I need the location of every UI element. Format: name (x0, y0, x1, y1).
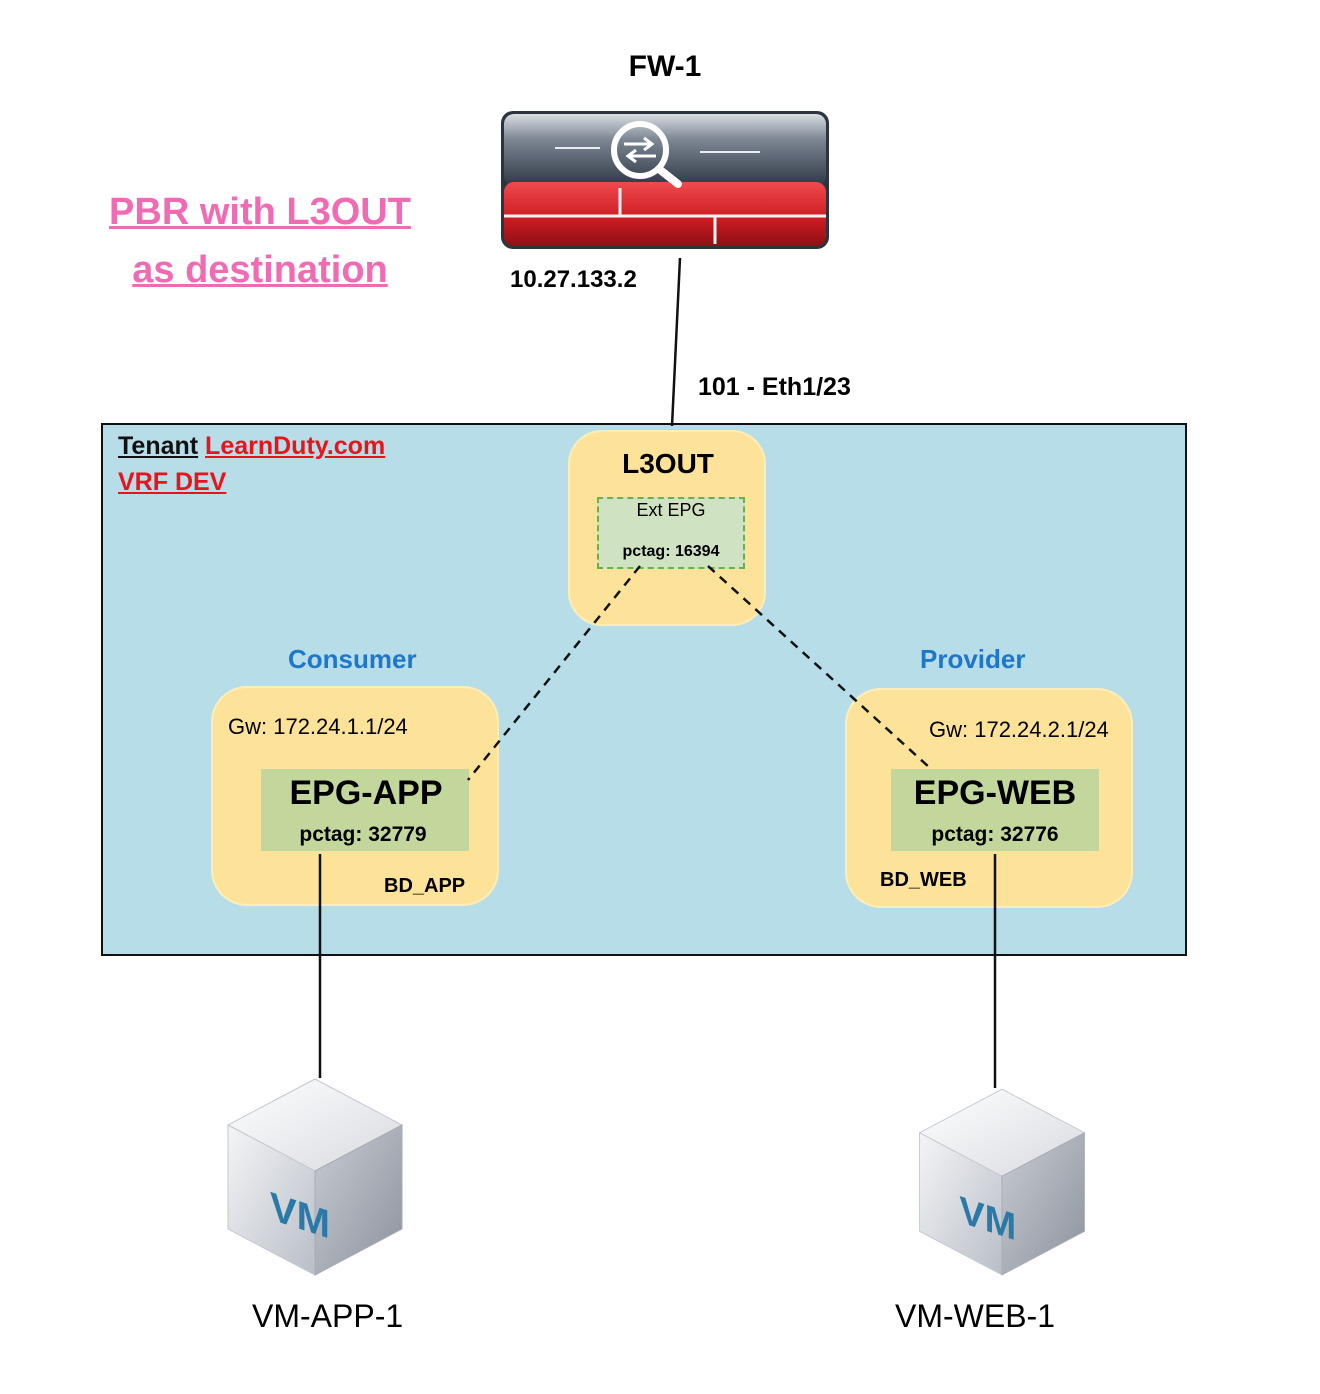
epg-app-box[interactable] (261, 769, 469, 851)
vm-app-label: VM-APP-1 (252, 1298, 404, 1334)
vrf-label: VRF DEV (118, 468, 227, 496)
tenant-name: LearnDuty.com (205, 432, 386, 460)
firewall-name: FW-1 (628, 50, 702, 83)
firewall-ip: 10.27.133.2 (510, 266, 637, 293)
consumer-label: Consumer (288, 644, 417, 674)
vm-web-icon[interactable]: VM (912, 1085, 1092, 1280)
epg-web-pctag: pctag: 32776 (931, 823, 1059, 846)
firewall-icon[interactable] (500, 110, 830, 250)
epg-app-name: EPG-APP (289, 774, 443, 812)
vm-web-label: VM-WEB-1 (895, 1298, 1055, 1334)
diagram-title-line1: PBR with L3OUT (109, 191, 411, 233)
bd-web-name: BD_WEB (880, 869, 967, 891)
consumer-gateway: Gw: 172.24.1.1/24 (228, 714, 408, 739)
provider-gateway: Gw: 172.24.2.1/24 (929, 717, 1109, 742)
vm-app-icon[interactable]: VM (220, 1075, 410, 1280)
firewall-to-l3out-link (670, 257, 682, 427)
tenant-prefix: Tenant (118, 432, 199, 460)
epg-web-name: EPG-WEB (913, 774, 1077, 812)
diagram-title-line2: as destination (132, 249, 388, 291)
epg-app-pctag: pctag: 32779 (299, 823, 427, 846)
epg-web-box[interactable] (891, 769, 1099, 851)
provider-label: Provider (920, 644, 1026, 674)
ext-epg-label: Ext EPG (636, 500, 706, 520)
bd-app-name: BD_APP (384, 875, 466, 897)
ext-epg-box[interactable] (597, 497, 745, 569)
diagram-title: PBR with L3OUT as destination (90, 183, 430, 299)
tenant-label: Tenant LearnDuty.com (118, 432, 385, 461)
l3out-title: L3OUT (622, 448, 714, 479)
ext-epg-pctag: pctag: 16394 (622, 543, 720, 560)
leaf-port-label: 101 - Eth1/23 (698, 373, 851, 401)
